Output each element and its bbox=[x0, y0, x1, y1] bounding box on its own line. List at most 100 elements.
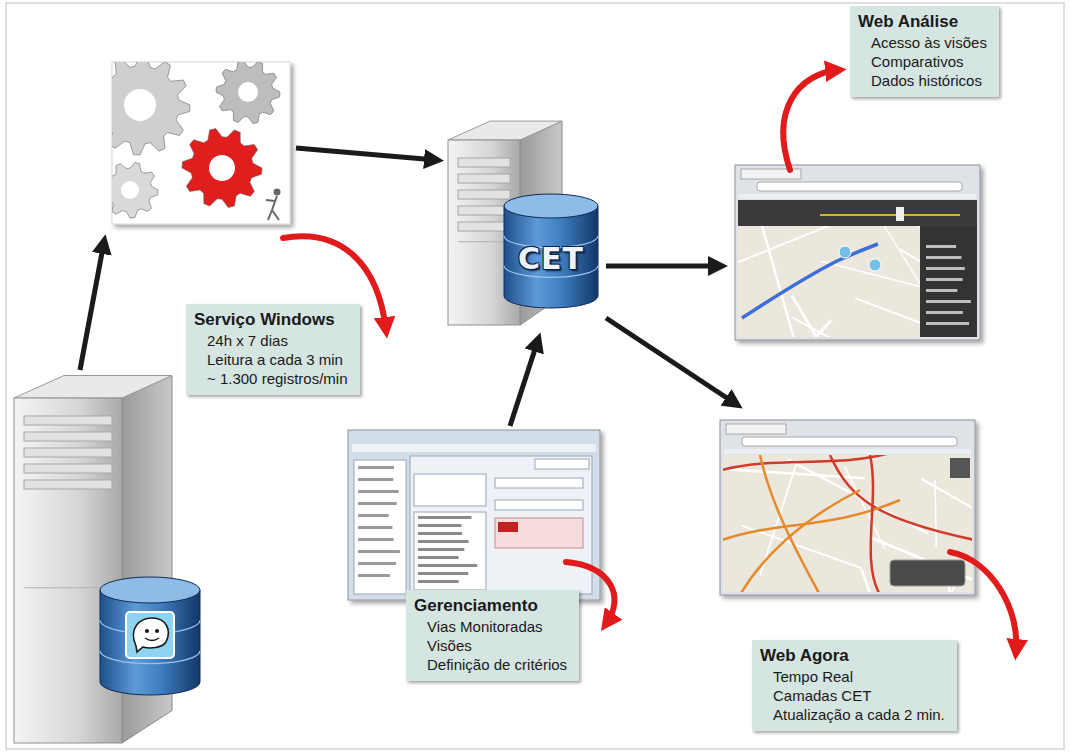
panel-text-line bbox=[926, 289, 957, 292]
frame-border bbox=[6, 3, 1064, 749]
gear-hole bbox=[121, 181, 139, 199]
management-screenshot bbox=[348, 430, 600, 600]
drive-bay bbox=[458, 206, 510, 215]
clock-badge bbox=[890, 560, 965, 586]
waze-smile bbox=[145, 638, 159, 641]
street bbox=[935, 480, 936, 547]
drive-bay bbox=[24, 464, 112, 473]
panel-text-line bbox=[358, 514, 389, 517]
panel-text-line bbox=[358, 562, 396, 565]
text-field bbox=[495, 500, 583, 510]
street bbox=[792, 296, 833, 337]
drive-bay bbox=[458, 174, 510, 183]
box-heading: Web Análise bbox=[858, 11, 987, 33]
app-header bbox=[738, 200, 977, 226]
box-heading: CET bbox=[518, 241, 584, 276]
list-item bbox=[418, 580, 459, 583]
box-item: Definição de critérios bbox=[414, 655, 567, 674]
list-item bbox=[418, 532, 462, 535]
browser-tab bbox=[726, 424, 786, 434]
box-item: Atualização a cada 2 min. bbox=[760, 705, 945, 724]
time-slider bbox=[820, 214, 960, 216]
panel-text-line bbox=[358, 478, 393, 481]
map-ground bbox=[723, 455, 972, 592]
panel-text-line bbox=[358, 550, 400, 553]
flow-arrow bbox=[606, 318, 736, 404]
list-item bbox=[418, 572, 468, 575]
list-item bbox=[418, 516, 472, 519]
street bbox=[765, 320, 831, 337]
figure-head bbox=[274, 189, 281, 196]
list-item bbox=[418, 556, 458, 559]
window-frame bbox=[348, 430, 600, 600]
server-top bbox=[448, 121, 562, 140]
cylinder-top bbox=[504, 194, 598, 218]
gears-group bbox=[112, 62, 281, 220]
figure-body bbox=[266, 196, 279, 220]
panel-text-line bbox=[926, 322, 969, 325]
screenshot bbox=[586, 165, 1070, 434]
gear-hole bbox=[238, 82, 258, 102]
panel-line bbox=[24, 587, 112, 588]
drive-bay bbox=[458, 158, 510, 167]
window-frame bbox=[735, 165, 980, 340]
route-line bbox=[742, 244, 878, 318]
box-item: Camadas CET bbox=[760, 686, 945, 705]
box-item: Tempo Real bbox=[760, 667, 945, 686]
dialog bbox=[410, 456, 592, 594]
callout-box: Web AgoraTempo RealCamadas CETAtualizaçã… bbox=[752, 640, 957, 731]
flow-arrow bbox=[606, 264, 720, 269]
panel-text-line bbox=[926, 267, 965, 270]
panel-text-line bbox=[358, 466, 394, 469]
traffic-road bbox=[830, 455, 972, 540]
box-item: Leitura a cada 3 min bbox=[194, 350, 348, 369]
traffic-road bbox=[740, 490, 860, 592]
window-frame bbox=[720, 420, 975, 595]
box-heading: Web Agora bbox=[760, 645, 945, 667]
map-control bbox=[950, 458, 970, 478]
street bbox=[917, 223, 977, 337]
panel-text-line bbox=[926, 300, 971, 303]
map-area bbox=[723, 455, 972, 592]
left-panel bbox=[354, 460, 406, 594]
panel-text-line bbox=[926, 311, 963, 314]
bookmark-bar bbox=[739, 194, 976, 199]
panel-text-line bbox=[926, 245, 956, 248]
panel-text-line bbox=[358, 502, 397, 505]
database-cylinder bbox=[100, 577, 200, 695]
box-item: Dados históricos bbox=[858, 71, 987, 90]
cylinder-top bbox=[100, 577, 200, 603]
street bbox=[771, 337, 805, 338]
map-area bbox=[738, 200, 977, 337]
drive-bay bbox=[24, 480, 112, 489]
panel-text-line bbox=[358, 526, 392, 529]
waze-eye bbox=[155, 629, 159, 633]
text-field bbox=[495, 478, 583, 488]
street bbox=[730, 469, 865, 478]
leader-arrow bbox=[950, 552, 1016, 652]
drive-bay bbox=[458, 222, 510, 231]
list-box bbox=[414, 474, 486, 506]
list-item bbox=[418, 524, 461, 527]
box-item: Comparativos bbox=[858, 52, 987, 71]
box-item: Visões bbox=[414, 636, 567, 655]
callout-box: Serviço Windows24h x 7 diasLeitura a cad… bbox=[186, 304, 360, 395]
map-marker bbox=[869, 259, 881, 271]
gear bbox=[216, 62, 280, 124]
screenshot bbox=[720, 420, 1028, 753]
server-top bbox=[14, 376, 172, 399]
box-heading: Serviço Windows bbox=[194, 309, 348, 331]
slider-knob bbox=[896, 207, 904, 221]
callout-box: GerenciamentoVias MonitoradasVisõesDefin… bbox=[406, 590, 579, 681]
street bbox=[870, 537, 972, 592]
address-bar bbox=[742, 437, 957, 446]
toolbar bbox=[535, 459, 589, 469]
address-bar bbox=[757, 182, 962, 191]
flow-arrow bbox=[296, 148, 436, 160]
map-marker bbox=[839, 246, 851, 258]
menu-bar bbox=[352, 444, 596, 452]
side-panel bbox=[920, 226, 977, 337]
traffic-road bbox=[870, 455, 880, 592]
